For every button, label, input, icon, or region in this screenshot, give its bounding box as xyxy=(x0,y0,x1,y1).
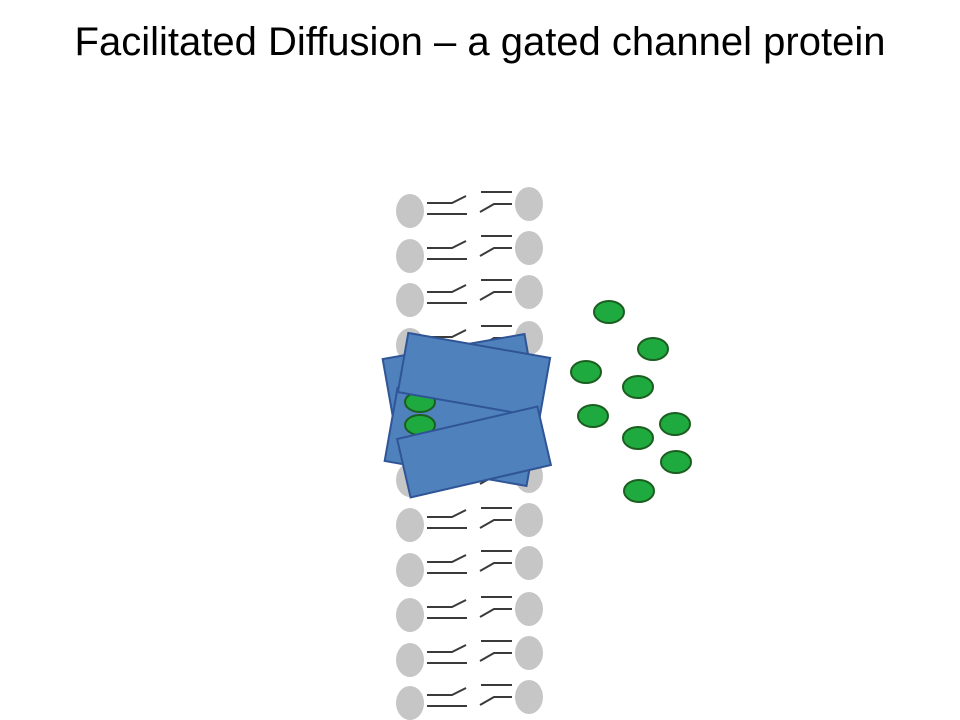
phospholipid-head-right xyxy=(515,546,543,580)
phospholipid-head-left xyxy=(396,553,424,587)
molecule xyxy=(577,404,609,428)
phospholipid-tail-right xyxy=(479,247,512,257)
phospholipid-tail-right xyxy=(479,696,512,706)
channel-protein-subunit-upper-front xyxy=(396,331,552,419)
channel-protein-subunit-lower-front xyxy=(395,405,553,499)
molecules-outside xyxy=(570,300,692,503)
phospholipid-head-right xyxy=(515,187,543,221)
phospholipid-head-left xyxy=(396,239,424,273)
phospholipid-head-left xyxy=(396,283,424,317)
molecule xyxy=(622,375,654,399)
phospholipid-head-right xyxy=(515,275,543,309)
phospholipid-tail-right xyxy=(479,652,512,662)
slide-title: Facilitated Diffusion – a gated channel … xyxy=(74,20,886,64)
phospholipid-head-right xyxy=(515,680,543,714)
phospholipid-head-left xyxy=(396,686,424,720)
phospholipid-tail-right xyxy=(479,291,512,301)
phospholipid-tail-left xyxy=(427,599,467,608)
phospholipid-tail-left xyxy=(427,554,467,563)
phospholipid-head-left xyxy=(396,508,424,542)
phospholipid-tail-left xyxy=(427,329,467,338)
phospholipid-head-right xyxy=(515,503,543,537)
phospholipid-tail-right xyxy=(479,519,512,529)
phospholipid-tail-left xyxy=(427,644,467,653)
molecule xyxy=(637,337,669,361)
phospholipid-head-left xyxy=(396,643,424,677)
phospholipid-tail-left xyxy=(427,284,467,293)
phospholipid-head-right xyxy=(515,592,543,626)
phospholipid-tail-right xyxy=(479,608,512,618)
phospholipid-tail-left xyxy=(427,240,467,249)
phospholipid-head-right xyxy=(515,231,543,265)
phospholipid-head-right xyxy=(515,636,543,670)
phospholipid-tail-right xyxy=(479,203,512,213)
phospholipid-head-left xyxy=(396,194,424,228)
phospholipid-tail-left xyxy=(427,509,467,518)
molecule xyxy=(570,360,602,384)
molecule xyxy=(593,300,625,324)
gated-channel-protein xyxy=(381,331,553,499)
molecule xyxy=(659,412,691,436)
molecule xyxy=(622,426,654,450)
phospholipid-tail-right xyxy=(479,562,512,572)
phospholipid-tail-left xyxy=(427,687,467,696)
phospholipid-tail-left xyxy=(427,195,467,204)
molecule xyxy=(660,450,692,474)
phospholipid-head-left xyxy=(396,598,424,632)
molecule xyxy=(623,479,655,503)
